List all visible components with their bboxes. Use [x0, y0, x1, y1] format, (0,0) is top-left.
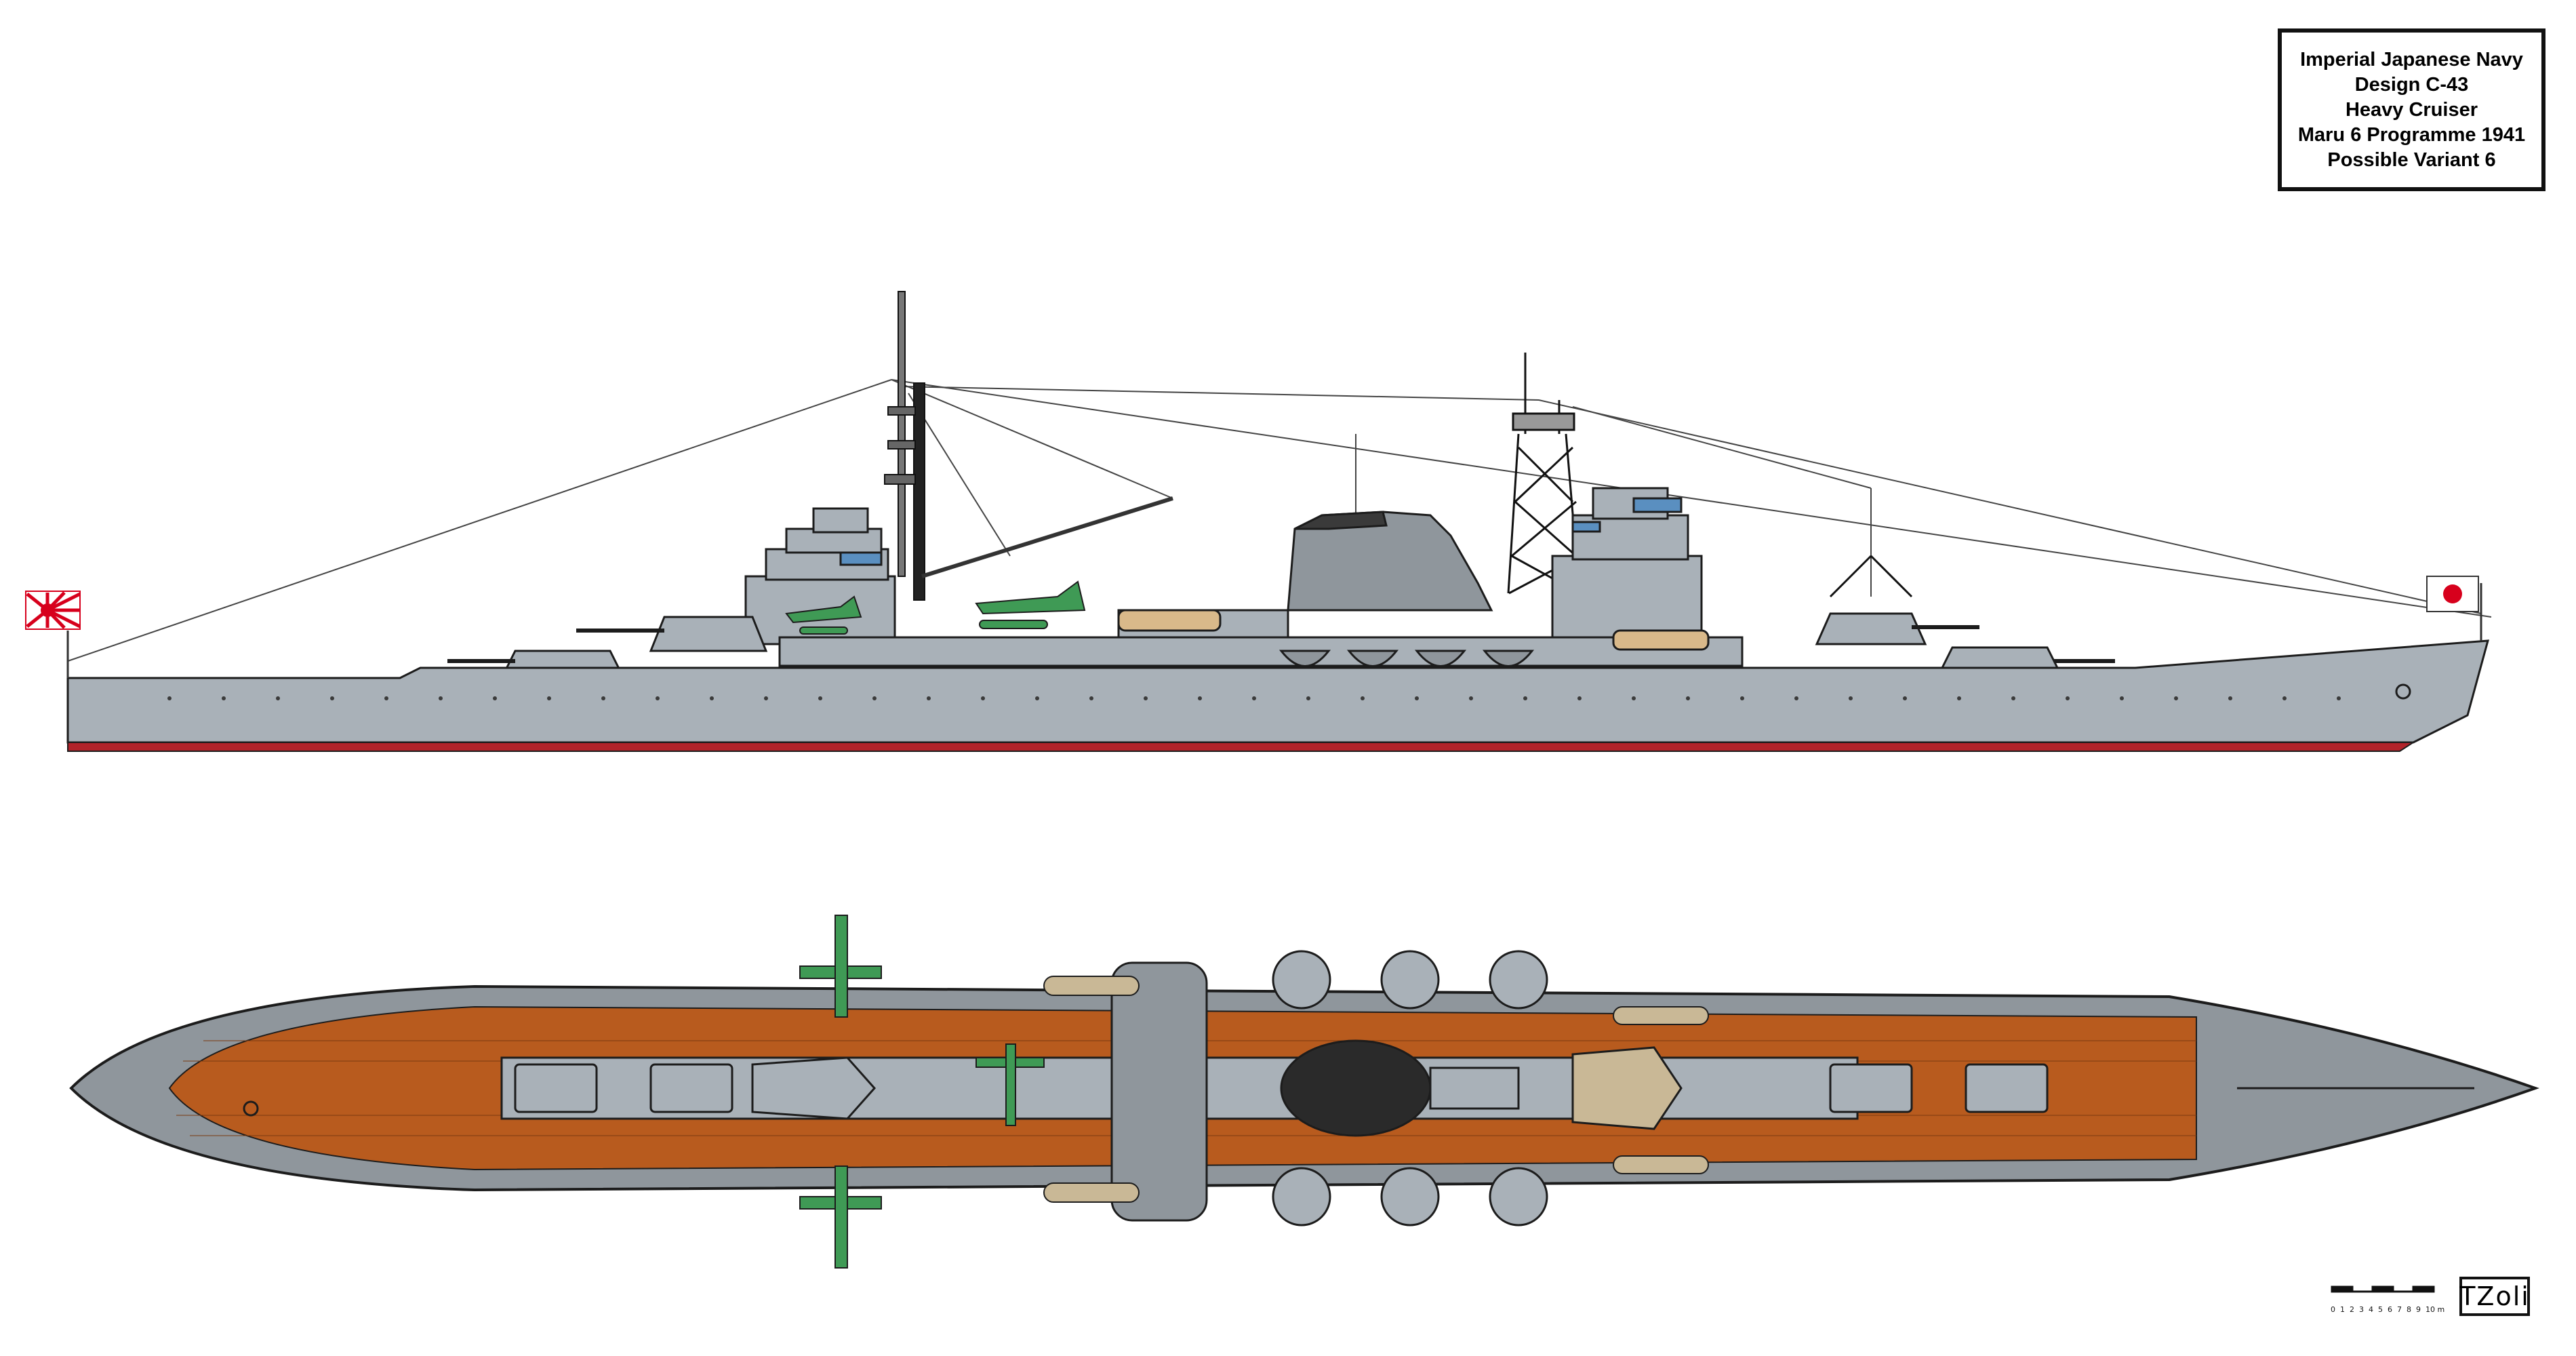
plan-view	[69, 915, 2539, 1269]
scale-tick-10: 10 m	[2426, 1305, 2445, 1314]
scale-tick-5: 5	[2378, 1305, 2383, 1314]
forward-superstructure	[744, 507, 896, 645]
rising-sun-ensign-icon	[25, 591, 81, 678]
plan-turrets	[514, 1063, 2049, 1113]
plan-secondary-mounts	[1272, 950, 1548, 1227]
scale-tick-8: 8	[2407, 1305, 2411, 1314]
mainmast	[1507, 353, 1913, 598]
artist-signature-logo: TZoli	[2459, 1277, 2530, 1316]
turret-profile-b	[576, 616, 768, 652]
plan-capstan-icon	[243, 1100, 259, 1117]
anchor-hawse-icon	[2395, 683, 2411, 700]
plan-boats	[1043, 976, 1709, 1203]
foremast	[884, 291, 1173, 601]
profile-view	[25, 291, 2492, 752]
funnel	[1287, 511, 1493, 612]
scale-tick-7: 7	[2397, 1305, 2402, 1314]
turret-profile-c	[1815, 612, 1979, 645]
midships-deckhouse	[778, 609, 1744, 667]
plan-aircraft	[799, 915, 1045, 1269]
scale-tick-6: 6	[2388, 1305, 2392, 1314]
profile-hull	[66, 639, 2490, 752]
scale-tick-0: 0	[2331, 1305, 2335, 1314]
title-block: Imperial Japanese Navy Design C-43 Heavy…	[2278, 28, 2545, 191]
scale-tick-1: 1	[2340, 1305, 2345, 1314]
title-line-design: Design C-43	[2354, 73, 2469, 96]
scale-tick-3: 3	[2359, 1305, 2364, 1314]
seaplane-profile-1	[785, 595, 862, 635]
scale-bar	[2331, 1285, 2435, 1293]
scale-tick-2: 2	[2350, 1305, 2354, 1314]
title-line-variant: Possible Variant 6	[2327, 148, 2496, 171]
hinomaru-jack-icon	[2426, 576, 2482, 641]
scale-tick-9: 9	[2416, 1305, 2421, 1314]
title-line-type: Heavy Cruiser	[2345, 98, 2478, 121]
title-line-navy: Imperial Japanese Navy	[2300, 48, 2523, 71]
portholes	[167, 696, 2341, 700]
scale-tick-4: 4	[2369, 1305, 2373, 1314]
aft-superstructure	[1551, 487, 1703, 645]
seaplane-profile-2	[975, 580, 1086, 629]
title-line-programme: Maru 6 Programme 1941	[2297, 123, 2526, 146]
